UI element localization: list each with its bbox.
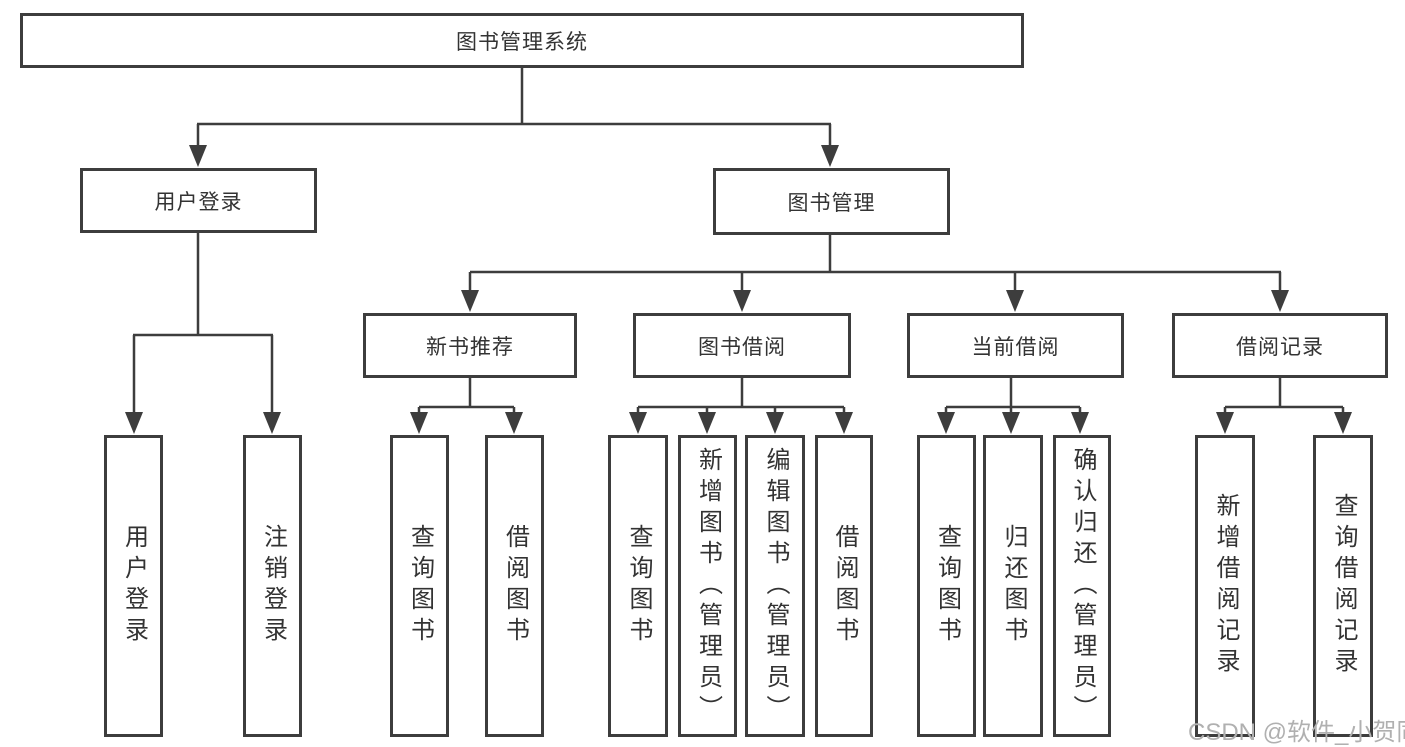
leaf-borrow-books-borrowing: 借阅图书: [815, 435, 873, 737]
leaf-confirm-return-admin: 确认归还（管理员）: [1053, 435, 1111, 737]
watermark: CSDN @软件_小贺同学: [1188, 719, 1405, 746]
node-root: 图书管理系统: [20, 13, 1024, 68]
node-book-borrowing: 图书借阅: [633, 313, 851, 378]
leaf-query-books-current: 查询图书: [917, 435, 976, 737]
leaf-query-books-recommend: 查询图书: [390, 435, 449, 737]
leaf-edit-book-admin: 编辑图书（管理员）: [745, 435, 805, 737]
node-book-management: 图书管理: [713, 168, 950, 235]
leaf-borrow-books-recommend: 借阅图书: [485, 435, 544, 737]
leaf-query-books-borrowing: 查询图书: [608, 435, 668, 737]
node-borrowing-records: 借阅记录: [1172, 313, 1388, 378]
leaf-add-borrow-record: 新增借阅记录: [1195, 435, 1255, 737]
leaf-return-book: 归还图书: [983, 435, 1043, 737]
node-new-book-recommendation: 新书推荐: [363, 313, 577, 378]
leaf-logout: 注销登录: [243, 435, 302, 737]
leaf-query-borrow-record: 查询借阅记录: [1313, 435, 1373, 737]
node-user-login: 用户登录: [80, 168, 317, 233]
node-current-borrowing: 当前借阅: [907, 313, 1124, 378]
leaf-add-book-admin: 新增图书（管理员）: [678, 435, 737, 737]
arrowheads: [125, 145, 1352, 434]
leaf-user-login: 用户登录: [104, 435, 163, 737]
